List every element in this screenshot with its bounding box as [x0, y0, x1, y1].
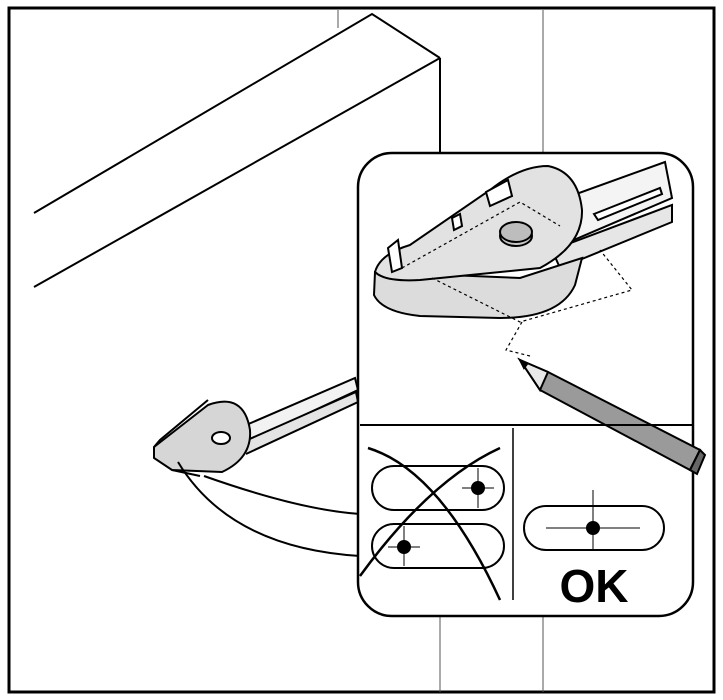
pencil-icon — [517, 357, 707, 476]
correct-slot-marking — [523, 490, 665, 551]
hinge-bracket-main — [153, 400, 252, 474]
hinge-pivot-main — [211, 431, 231, 445]
cross-out-icon — [358, 446, 502, 601]
marking-projection-lines — [401, 201, 634, 357]
hinge-bracket-detail — [372, 160, 674, 320]
callout-connector — [177, 461, 361, 557]
hinge-arm-main — [153, 376, 360, 477]
ok-label: OK — [560, 560, 629, 612]
wrong-slot-marking — [371, 465, 505, 569]
magnifier-inset: OK — [356, 151, 707, 618]
cabinet-panel — [33, 12, 441, 288]
